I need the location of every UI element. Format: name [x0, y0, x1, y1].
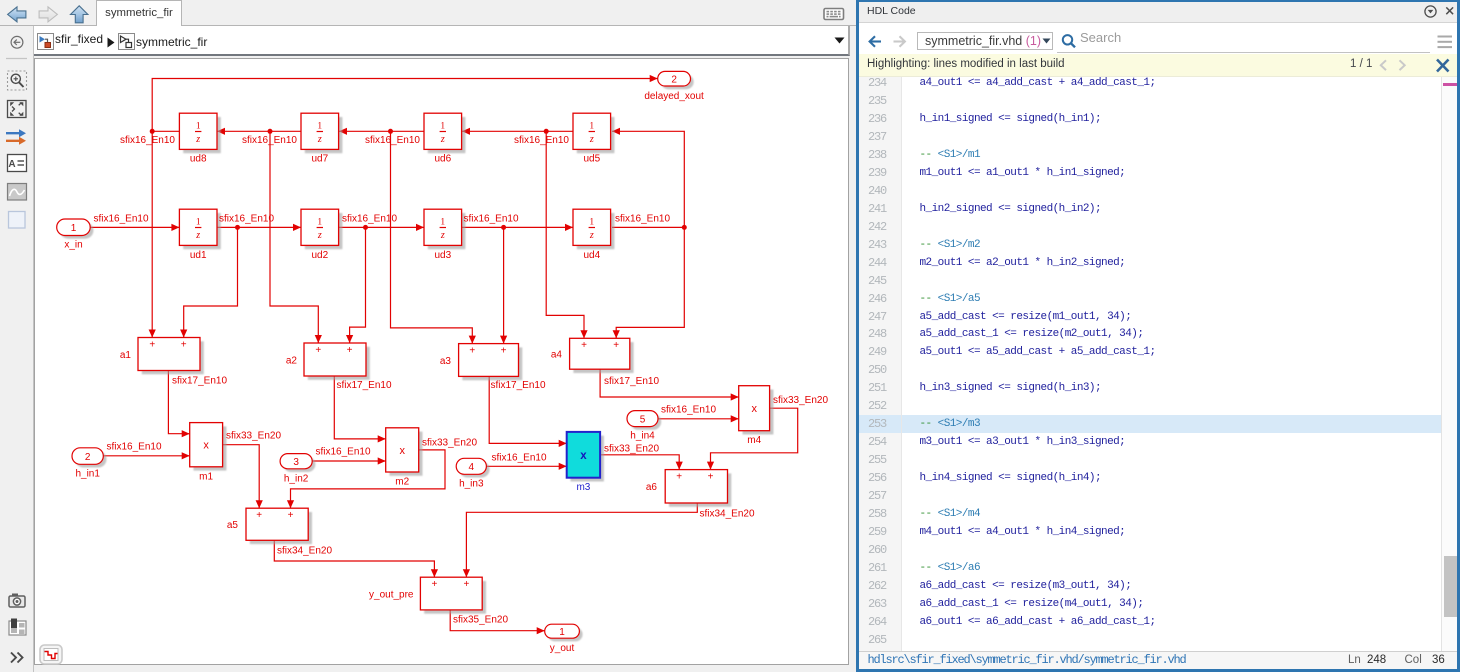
- svg-text:A: A: [8, 159, 15, 170]
- svg-text:ud3: ud3: [434, 250, 451, 261]
- svg-text:sfix35_En20: sfix35_En20: [453, 615, 508, 626]
- svg-text:sfix16_En10: sfix16_En10: [365, 135, 420, 146]
- svg-text:+: +: [501, 345, 507, 356]
- svg-text:sfix16_En10: sfix16_En10: [514, 135, 569, 146]
- svg-text:ud8: ud8: [190, 154, 207, 165]
- svg-text:1: 1: [71, 223, 77, 234]
- svg-text:1: 1: [559, 627, 565, 638]
- svg-text:4: 4: [469, 462, 475, 473]
- svg-text:+: +: [256, 510, 262, 521]
- svg-text:sfix16_En10: sfix16_En10: [219, 213, 274, 224]
- svg-text:2: 2: [85, 452, 91, 463]
- svg-text:+: +: [708, 471, 714, 482]
- svg-text:h_in1: h_in1: [75, 469, 100, 480]
- svg-text:z: z: [589, 230, 594, 241]
- svg-text:ud7: ud7: [311, 154, 328, 165]
- svg-text:a3: a3: [440, 356, 452, 367]
- svg-text:y_out: y_out: [550, 643, 575, 654]
- svg-text:+: +: [613, 340, 619, 351]
- svg-text:+: +: [181, 339, 187, 350]
- svg-text:m2: m2: [395, 477, 409, 488]
- svg-text:sfix33_En20: sfix33_En20: [422, 438, 477, 449]
- svg-text:+: +: [288, 510, 294, 521]
- svg-text:sfix16_En10: sfix16_En10: [661, 405, 716, 416]
- svg-text:z: z: [195, 134, 200, 145]
- svg-text:h_in3: h_in3: [459, 479, 484, 490]
- svg-text:z: z: [195, 230, 200, 241]
- svg-text:sfix16_En10: sfix16_En10: [615, 213, 670, 224]
- svg-text:sfix16_En10: sfix16_En10: [120, 135, 175, 146]
- svg-text:x: x: [203, 440, 209, 452]
- svg-text:sfix16_En10: sfix16_En10: [464, 213, 519, 224]
- svg-text:sfix33_En20: sfix33_En20: [604, 444, 659, 455]
- svg-text:1: 1: [440, 122, 445, 132]
- svg-text:z: z: [589, 134, 594, 145]
- svg-text:a4: a4: [551, 350, 563, 361]
- svg-text:delayed_xout: delayed_xout: [644, 91, 704, 102]
- svg-text:sfix16_En10: sfix16_En10: [94, 213, 149, 224]
- svg-text:sfix17_En10: sfix17_En10: [491, 380, 546, 391]
- svg-text:sfix16_En10: sfix16_En10: [107, 442, 162, 453]
- svg-text:m1: m1: [199, 471, 213, 482]
- svg-text:ud6: ud6: [434, 154, 451, 165]
- svg-text:+: +: [676, 471, 682, 482]
- svg-text:x: x: [399, 445, 405, 457]
- svg-text:sfix34_En20: sfix34_En20: [277, 546, 332, 557]
- svg-text:z: z: [440, 230, 445, 241]
- svg-text:y_out_pre: y_out_pre: [369, 589, 414, 600]
- svg-text:a1: a1: [120, 350, 132, 361]
- svg-text:5: 5: [640, 414, 646, 425]
- svg-text:sfix17_En10: sfix17_En10: [172, 376, 227, 387]
- svg-text:x_in: x_in: [64, 240, 82, 251]
- svg-text:sfix16_En10: sfix16_En10: [316, 447, 371, 458]
- svg-text:z: z: [317, 230, 322, 241]
- svg-text:sfix16_En10: sfix16_En10: [242, 135, 297, 146]
- svg-text:sfix17_En10: sfix17_En10: [604, 376, 659, 387]
- svg-text:+: +: [463, 579, 469, 590]
- svg-text:z: z: [440, 134, 445, 145]
- svg-text:2: 2: [671, 75, 677, 86]
- svg-text:ud2: ud2: [311, 250, 328, 261]
- svg-text:ud4: ud4: [583, 250, 600, 261]
- svg-text:+: +: [469, 345, 475, 356]
- svg-text:1: 1: [317, 218, 322, 228]
- svg-text:ud1: ud1: [190, 250, 207, 261]
- svg-text:x: x: [751, 403, 757, 415]
- svg-text:sfix16_En10: sfix16_En10: [342, 213, 397, 224]
- svg-text:+: +: [149, 339, 155, 350]
- svg-text:h_in4: h_in4: [630, 431, 655, 442]
- svg-text:z: z: [317, 134, 322, 145]
- svg-text:1: 1: [440, 218, 445, 228]
- svg-text:a2: a2: [286, 355, 298, 366]
- svg-text:+: +: [315, 345, 321, 356]
- svg-text:1: 1: [317, 122, 322, 132]
- svg-text:ud5: ud5: [583, 154, 600, 165]
- svg-text:1: 1: [196, 218, 201, 228]
- svg-text:x: x: [580, 450, 587, 462]
- svg-text:h_in2: h_in2: [284, 474, 309, 485]
- svg-text:sfix16_En10: sfix16_En10: [492, 453, 547, 464]
- svg-text:+: +: [347, 345, 353, 356]
- svg-text:+: +: [431, 579, 437, 590]
- svg-text:sfix33_En20: sfix33_En20: [773, 395, 828, 406]
- svg-text:1: 1: [196, 122, 201, 132]
- svg-text:+: +: [581, 340, 587, 351]
- svg-text:sfix33_En20: sfix33_En20: [226, 431, 281, 442]
- svg-text:m4: m4: [747, 435, 761, 446]
- svg-text:a6: a6: [646, 482, 658, 493]
- svg-text:1: 1: [589, 218, 594, 228]
- svg-text:sfix17_En10: sfix17_En10: [337, 380, 392, 391]
- svg-text:m3: m3: [576, 482, 590, 493]
- svg-text:sfix34_En20: sfix34_En20: [700, 509, 755, 520]
- svg-text:a5: a5: [227, 520, 239, 531]
- svg-text:3: 3: [293, 457, 299, 468]
- svg-text:1: 1: [589, 122, 594, 132]
